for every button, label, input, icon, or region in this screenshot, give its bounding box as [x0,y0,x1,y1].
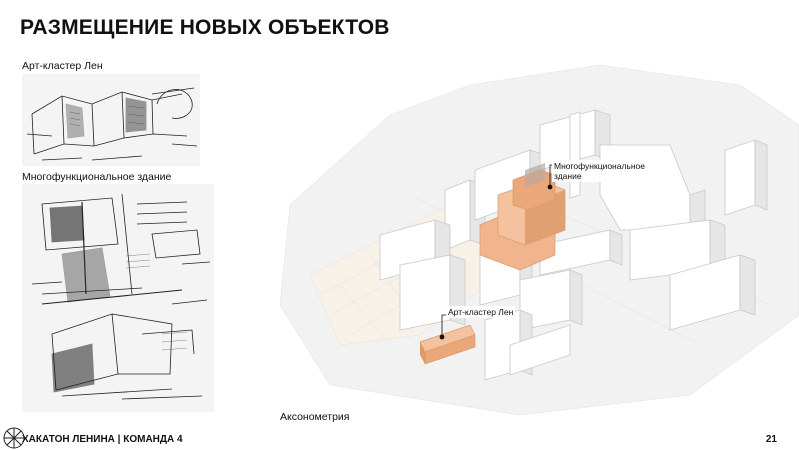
axonometry-drawing [270,55,799,415]
art-cluster-building-mass [419,324,476,365]
sketch-label-multifunctional: Многофункциональное здание [22,171,172,183]
sketch-multifunctional [22,184,214,412]
callout-art-cluster: Арт-кластер Лен [446,306,516,318]
hackathon-logo-icon [2,418,34,450]
page-number: 21 [765,434,777,445]
footer-title: ХАКАТОН ЛЕНИНА | КОМАНДА 4 [22,434,183,445]
sketch-art-cluster [22,74,200,166]
sketch-label-art-cluster: Арт-кластер Лен [22,60,103,72]
callout-multifunctional: Многофункциональное здание [552,160,646,182]
multifunctional-building-mass [479,163,566,271]
axonometry-caption: Аксонометрия [280,411,350,423]
page-title: РАЗМЕЩЕНИЕ НОВЫХ ОБЪЕКТОВ [20,16,390,39]
